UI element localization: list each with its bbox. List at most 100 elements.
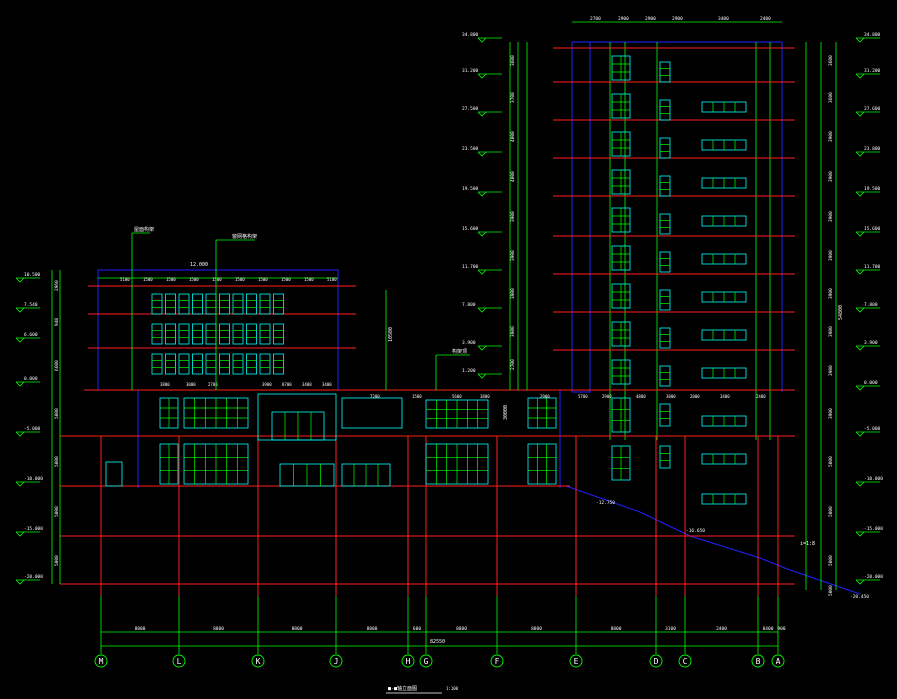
low-block-top-dimension-label: 1500 (212, 277, 222, 282)
drawing-title: ■-■轴立面图 (388, 685, 417, 692)
level-label: -5.000 (864, 426, 881, 432)
tower-top-dimension-label: 2700 (590, 16, 601, 22)
level-triangle (15, 337, 25, 343)
tower-window-mid (659, 137, 671, 159)
axis-spacing-label: 2400 (716, 626, 727, 632)
slope-ground-line (565, 485, 861, 595)
podium-window (527, 397, 557, 429)
axis-label-L: L (177, 657, 182, 666)
low-block-top-dimension-label: 5100 (120, 277, 130, 282)
right-story-dimension-label: 3600 (828, 55, 834, 66)
level-label: 7.540 (24, 302, 38, 308)
low-block-window (165, 323, 176, 345)
axis-bubble-M (94, 654, 108, 668)
podium-dimension-label: 5700 (578, 394, 588, 399)
podium-glass (341, 397, 403, 429)
axis-bubble-L (172, 654, 186, 668)
low-story-dimension-label: 940 (54, 318, 60, 326)
level-label: -5.000 (24, 426, 41, 432)
axis-spacing-label: 600 (413, 626, 421, 632)
tower-window-mid (659, 327, 671, 349)
right-story-dimension-label: 5000 (828, 555, 834, 566)
level-triangle (15, 307, 25, 313)
low-story-dimension-label: 5000 (54, 555, 60, 566)
tower-window-mid (659, 61, 671, 83)
podium-dimension-label: 5600 (452, 394, 462, 399)
low-block-window (246, 323, 257, 345)
low-block-window (219, 353, 230, 375)
level-label: -20.000 (864, 574, 883, 580)
low-block-top-dimension-label: 1500 (235, 277, 245, 282)
axis-bubble-K (251, 654, 265, 668)
axis-spacing-label: 8800 (135, 626, 146, 632)
level-triangle (855, 307, 865, 313)
level-label: -10.000 (864, 476, 883, 482)
callouts: 屋面构架 窗网格构架 构架顶 (131, 226, 470, 390)
level-triangle (855, 269, 865, 275)
low-block-top-dimension-label: 1500 (281, 277, 291, 282)
low-block-window (273, 293, 284, 315)
level-label: 7.800 (462, 302, 476, 308)
level-label: -15.000 (24, 526, 43, 532)
level-label: 19.500 (864, 186, 881, 192)
axis-spacing-label: 3100 (665, 626, 676, 632)
axis-bubble-H (401, 654, 415, 668)
level-triangle (477, 151, 487, 157)
level-triangle (855, 481, 865, 487)
low-story-dimension-label: 2960 (54, 280, 60, 291)
level-label: 0.000 (24, 376, 38, 382)
low-block-window (165, 293, 176, 315)
level-label: -15.000 (864, 526, 883, 532)
axis-spacing-label: 8800 (611, 626, 622, 632)
axis-total-dimension: 82550 (430, 639, 445, 645)
level-triangle (855, 111, 865, 117)
tower-window-mid (659, 403, 671, 427)
axis-label-J: J (334, 657, 339, 666)
right-story-dimension-label: 3900 (828, 408, 834, 419)
right-story-dimension-label: 3600 (828, 92, 834, 103)
low-block-window (246, 353, 257, 375)
mid-dimension-label: 3800 (160, 382, 170, 387)
low-block-top-dimension-label: 1500 (189, 277, 199, 282)
axis-spacing-label: 8800 (367, 626, 378, 632)
level-label: 15.600 (462, 226, 479, 232)
slope-levels: -12.750-16.650-20.450 (596, 500, 869, 600)
axis-spacing-label: 8400 (763, 626, 774, 632)
low-overall-dimension: 10500 (388, 327, 394, 342)
low-block-window (151, 293, 163, 315)
level-label: 7.800 (864, 302, 878, 308)
low-block-window (151, 323, 163, 345)
slope-level-label: -16.650 (686, 528, 705, 534)
axis-label-M: M (99, 657, 104, 666)
level-triangle (477, 111, 487, 117)
low-block-window (192, 353, 203, 375)
low-level-markers: 10.5007.5406.6000.000-5.000-10.000-15.00… (15, 272, 43, 585)
right-story-dimension-label: 5000 (828, 585, 834, 596)
axis-bubble-F (490, 654, 504, 668)
mid-dimension-label: 3400 (322, 382, 332, 387)
level-triangle (855, 531, 865, 537)
low-block-window (219, 293, 230, 315)
axis-label-E: E (574, 657, 579, 666)
axis-spacing-label: 900 (777, 626, 785, 632)
level-label: -20.000 (24, 574, 43, 580)
axis-spacing-label: 8800 (531, 626, 542, 632)
tower-top-dimension-label: 3400 (718, 16, 729, 22)
slope-ratio: i=1:8 (800, 541, 815, 547)
callout-roof-frame: 屋面构架 (134, 226, 154, 233)
entrance-canopy (257, 393, 337, 441)
left-story-dimension-label: 3700 (510, 92, 516, 103)
low-block-window (232, 293, 244, 315)
level-triangle (855, 579, 865, 585)
side-door (105, 461, 123, 487)
podium-dimension-label: 2900 (602, 394, 612, 399)
level-triangle (855, 73, 865, 79)
podium-dimension-label: 3800 (666, 394, 676, 399)
left-story-dimension-label: 3600 (510, 55, 516, 66)
left-story-dimension-label: 3900 (510, 288, 516, 299)
level-label: 31.200 (462, 68, 479, 74)
low-block-top-dimension-label: 1500 (143, 277, 153, 282)
tower-window-mid (659, 213, 671, 235)
